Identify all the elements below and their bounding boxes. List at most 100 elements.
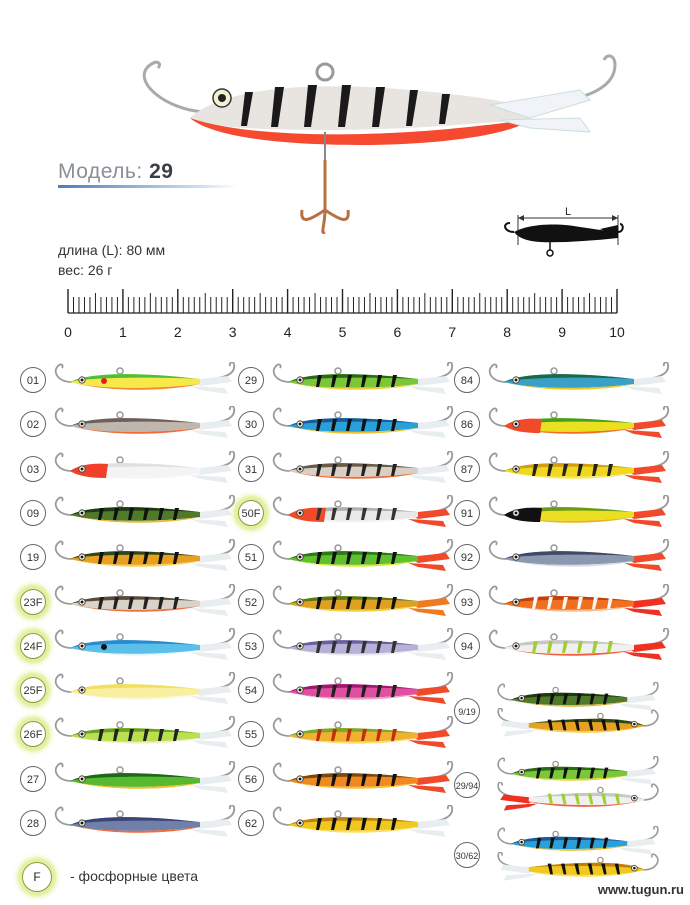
dimension-label: L bbox=[565, 206, 571, 218]
lure-illustration bbox=[50, 361, 240, 400]
color-item: 56 bbox=[238, 760, 468, 799]
lure-illustration bbox=[268, 671, 458, 710]
lure-image bbox=[497, 825, 659, 855]
combo-code-badge: 9/19 bbox=[454, 698, 480, 724]
color-code-badge: 54 bbox=[238, 677, 264, 704]
lure-illustration bbox=[268, 804, 458, 843]
color-item: 91 bbox=[454, 494, 684, 533]
color-item: 86 bbox=[454, 405, 684, 444]
lure-image bbox=[54, 405, 236, 439]
color-item: 28 bbox=[20, 804, 250, 843]
color-item: 84 bbox=[454, 361, 684, 400]
color-code-badge: 62 bbox=[238, 810, 264, 836]
lure-image bbox=[54, 804, 236, 837]
lure-illustration bbox=[484, 538, 674, 577]
color-item: 30 bbox=[238, 405, 468, 444]
color-item: 52 bbox=[238, 582, 468, 622]
ruler-label: 4 bbox=[284, 324, 292, 340]
lure-image bbox=[488, 538, 670, 572]
lure-image bbox=[54, 361, 236, 394]
lure-illustration bbox=[484, 449, 674, 489]
lure-image bbox=[272, 538, 454, 572]
color-item: 55 bbox=[238, 715, 468, 754]
combo-code-badge: 29/94 bbox=[454, 772, 480, 798]
combo-code-badge: 30/62 bbox=[454, 842, 480, 868]
lure-image bbox=[54, 494, 236, 527]
color-code-badge: 03 bbox=[20, 455, 46, 482]
lure-image bbox=[54, 582, 236, 616]
dimension-schematic: L bbox=[504, 206, 624, 257]
lure-illustration bbox=[484, 582, 674, 622]
color-code-badge: 52 bbox=[238, 588, 264, 615]
ruler-label: 10 bbox=[609, 324, 625, 340]
color-code-badge: 50F bbox=[238, 499, 264, 526]
lure-image bbox=[488, 494, 670, 527]
color-code-badge: 56 bbox=[238, 765, 264, 792]
color-code-badge: 23F bbox=[20, 588, 46, 615]
ruler-label: 7 bbox=[448, 324, 456, 340]
color-code-badge: 91 bbox=[454, 499, 480, 526]
phosphor-badge: F bbox=[22, 862, 52, 892]
lure-illustration bbox=[50, 582, 240, 622]
lure-illustration bbox=[488, 825, 678, 864]
lure-image bbox=[272, 582, 454, 616]
color-item: 19 bbox=[20, 538, 250, 577]
color-item: 92 bbox=[454, 538, 684, 577]
color-item: 26F bbox=[20, 715, 250, 754]
lure-image bbox=[497, 851, 659, 881]
color-item: 29 bbox=[238, 361, 468, 400]
lure-illustration bbox=[484, 405, 674, 444]
color-code-badge: 24F bbox=[20, 632, 46, 659]
specs: длина (L): 80 мм вес: 26 г bbox=[58, 240, 165, 280]
lure-image bbox=[497, 707, 659, 737]
color-code-badge: 26F bbox=[20, 721, 46, 748]
color-item: 50F bbox=[238, 494, 468, 533]
ruler-label: 9 bbox=[558, 324, 566, 340]
lure-illustration bbox=[488, 781, 678, 820]
ruler-label: 5 bbox=[339, 324, 347, 340]
lure-image bbox=[54, 449, 236, 483]
ruler-label: 0 bbox=[64, 324, 72, 340]
lure-illustration bbox=[488, 681, 678, 720]
lure-illustration bbox=[268, 449, 458, 489]
hero-lure-image bbox=[142, 54, 617, 235]
color-item: 54 bbox=[238, 671, 468, 710]
lure-image bbox=[272, 760, 454, 793]
color-item: 94 bbox=[454, 627, 684, 666]
lure-image bbox=[497, 681, 659, 711]
lure-image bbox=[488, 582, 670, 616]
lure-image bbox=[54, 760, 236, 793]
color-code-badge: 29 bbox=[238, 367, 264, 393]
lure-image bbox=[272, 449, 454, 483]
ruler-label: 8 bbox=[503, 324, 511, 340]
lure-illustration bbox=[50, 405, 240, 444]
lure-illustration bbox=[50, 804, 240, 843]
lure-illustration bbox=[484, 627, 674, 666]
lure-image bbox=[272, 671, 454, 705]
lure-image bbox=[488, 627, 670, 660]
color-code-badge: 55 bbox=[238, 721, 264, 748]
lure-illustration bbox=[488, 851, 678, 890]
color-code-badge: 92 bbox=[454, 544, 480, 571]
color-code-badge: 86 bbox=[454, 411, 480, 438]
lure-illustration bbox=[50, 760, 240, 799]
color-item: 31 bbox=[238, 449, 468, 489]
color-item: 51 bbox=[238, 538, 468, 577]
lure-image bbox=[497, 755, 659, 785]
ruler-label: 2 bbox=[174, 324, 182, 340]
color-item: 93 bbox=[454, 582, 684, 622]
color-code-badge: 84 bbox=[454, 367, 480, 393]
model-underline bbox=[58, 185, 238, 188]
color-code-badge: 02 bbox=[20, 411, 46, 438]
lure-image bbox=[54, 671, 236, 705]
lure-illustration bbox=[50, 494, 240, 533]
lure-image bbox=[272, 804, 454, 837]
model-title: Модель: 29 bbox=[58, 160, 173, 184]
weight-spec: вес: 26 г bbox=[58, 262, 113, 278]
color-code-badge: 28 bbox=[20, 810, 46, 836]
lure-illustration bbox=[50, 449, 240, 489]
ruler-label: 1 bbox=[119, 324, 127, 340]
lure-illustration bbox=[488, 707, 678, 746]
lure-illustration bbox=[50, 538, 240, 577]
lure-illustration bbox=[268, 538, 458, 577]
